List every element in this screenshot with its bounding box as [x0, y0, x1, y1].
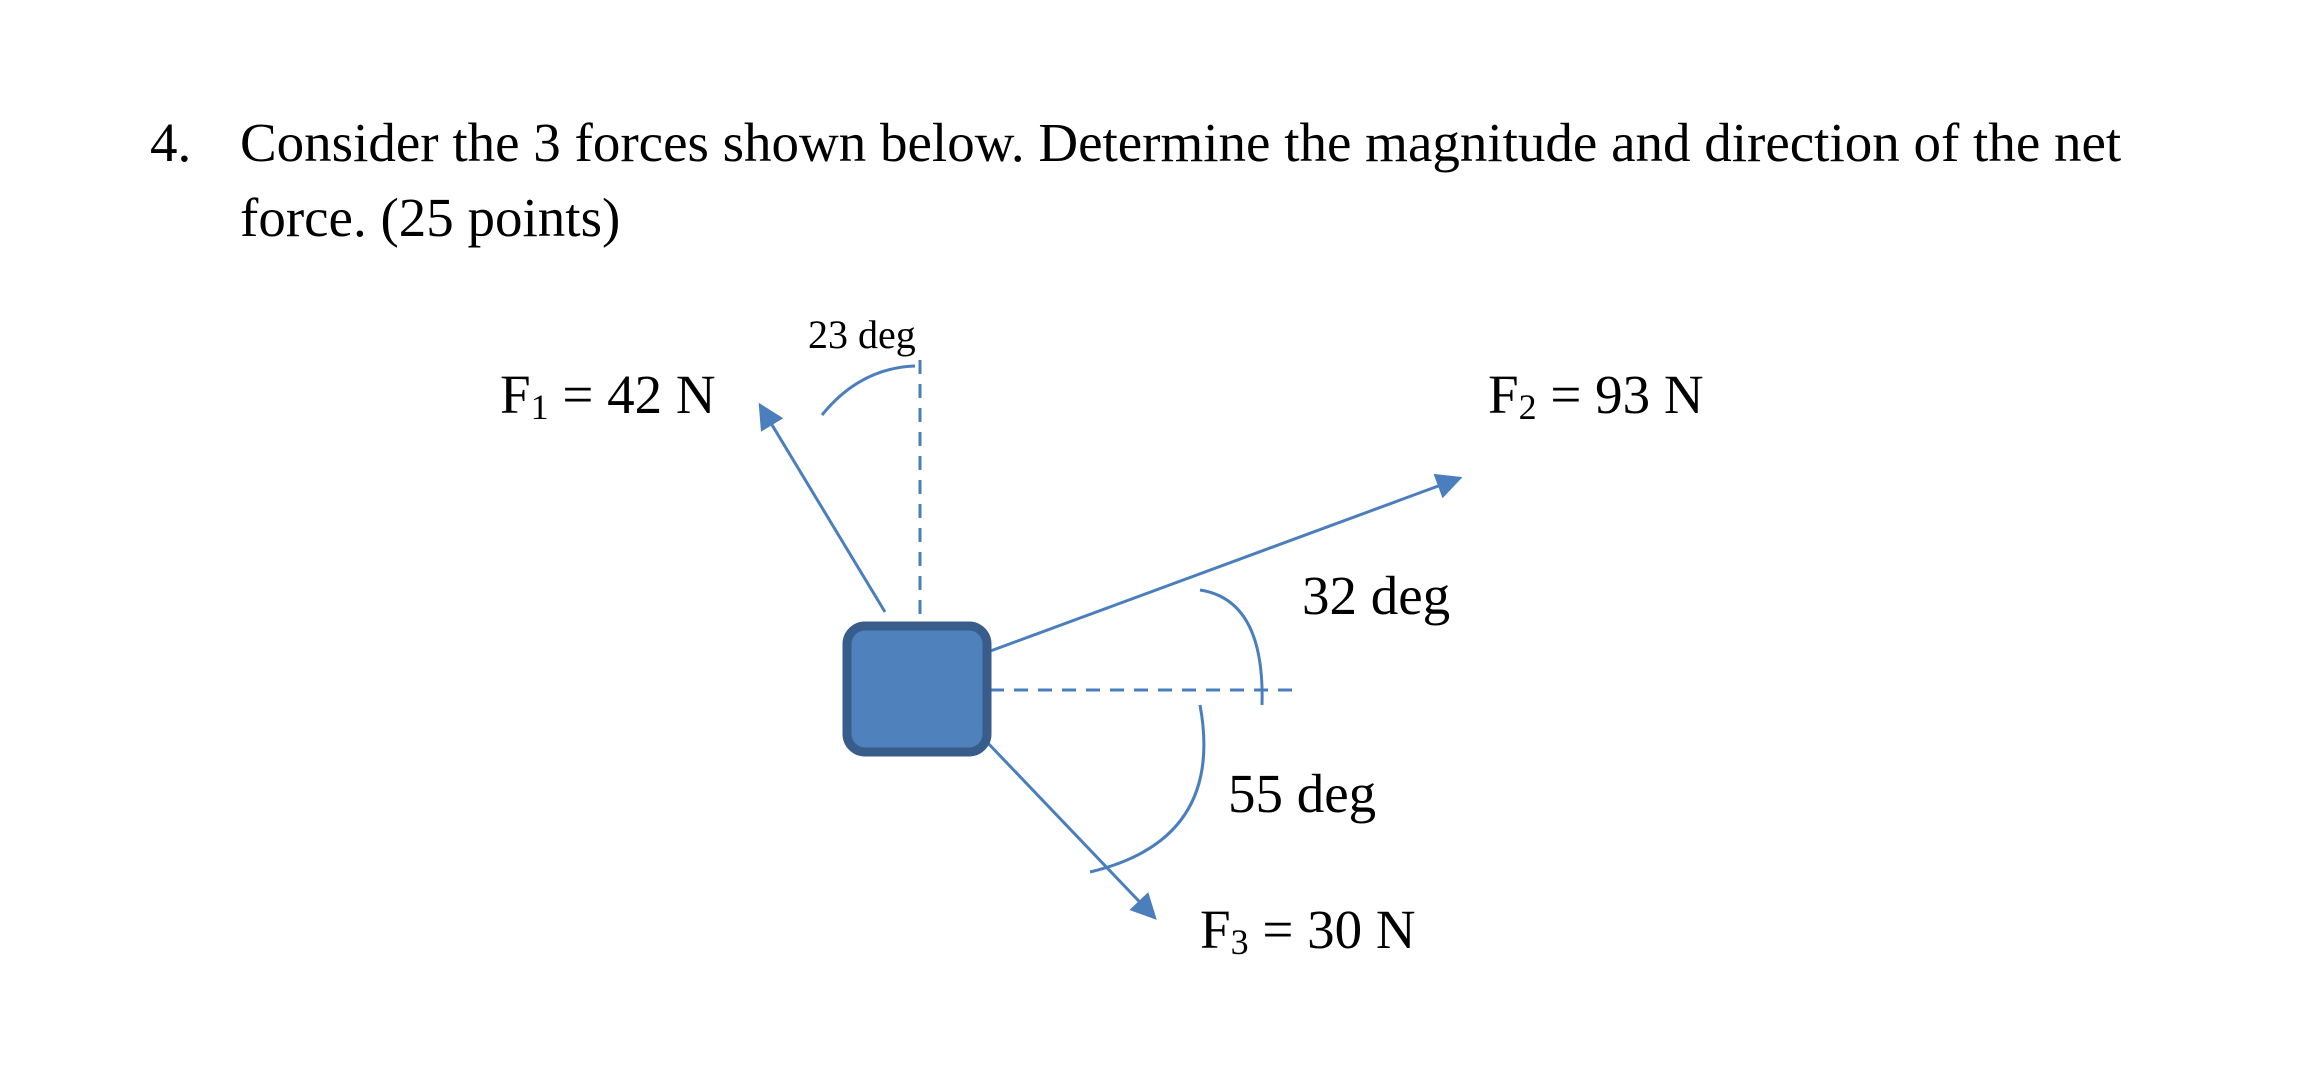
problem-number: 4.	[150, 112, 192, 173]
label-f1: F1 = 42 N	[500, 364, 716, 427]
label-f2: F2 = 93 N	[1488, 364, 1704, 427]
force-arrow-f3	[983, 738, 1157, 920]
label-f3: F3 = 30 N	[1200, 899, 1416, 962]
angle-label-32-deg: 32 deg	[1302, 565, 1450, 626]
force-arrow-f1	[758, 402, 887, 613]
angle-label-55-deg: 55 deg	[1228, 763, 1376, 824]
object-box	[842, 621, 992, 757]
angle-arc-32-deg	[1199, 588, 1264, 706]
angle-arc-23-deg	[820, 364, 916, 416]
angle-label-23-deg: 23 deg	[808, 312, 916, 357]
problem-text-line1: Consider the 3 forces shown below. Deter…	[240, 112, 2122, 173]
problem-text-line2: force. (25 points)	[240, 187, 621, 248]
force-arrow-f2	[984, 473, 1463, 655]
angle-arc-55-deg	[1089, 704, 1206, 874]
